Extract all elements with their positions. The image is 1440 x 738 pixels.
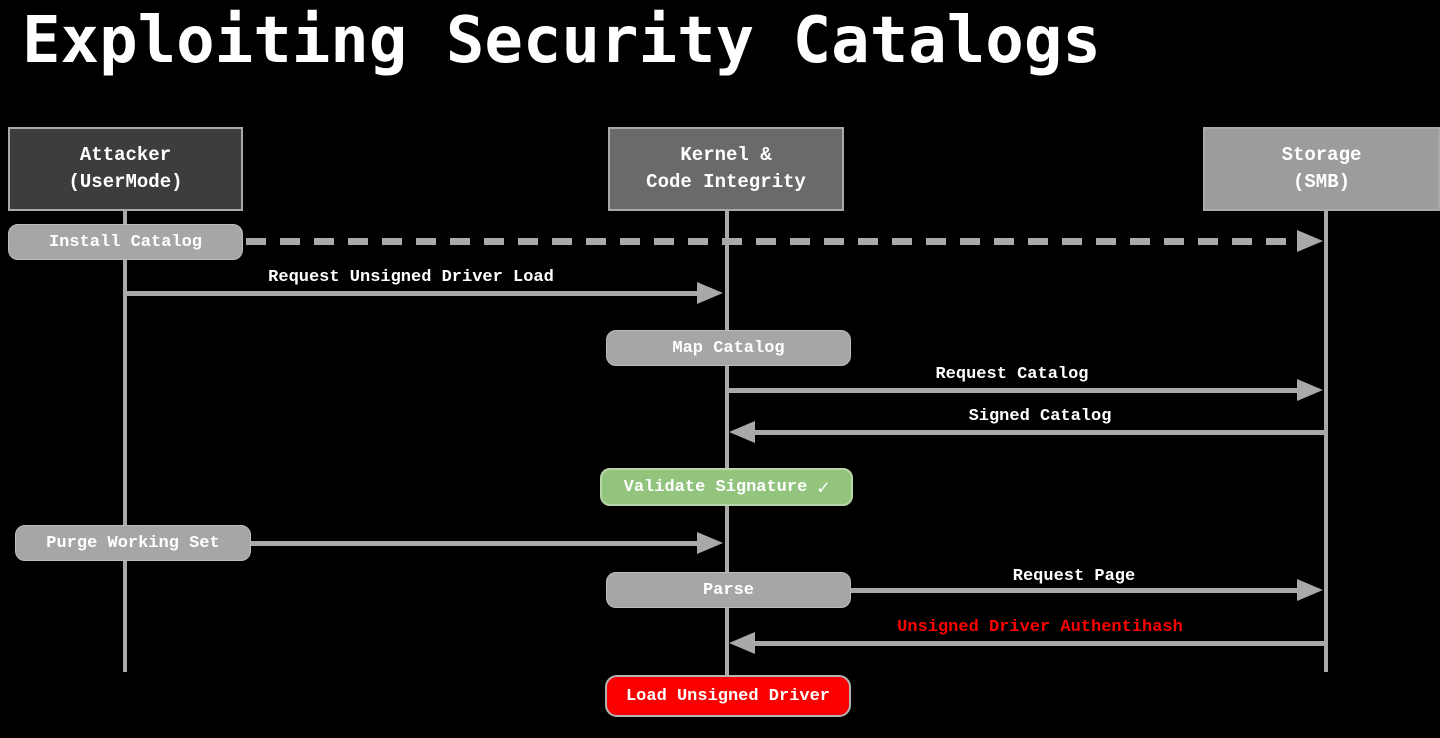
request-page-label: Request Page (1012, 567, 1136, 586)
signed-catalog-arrowhead (729, 421, 755, 443)
check-icon: ✓ (817, 475, 830, 499)
storage-lifeline (1324, 210, 1328, 672)
purge-working-set-activation: Purge Working Set (15, 525, 251, 561)
signed-catalog-label: Signed Catalog (968, 407, 1112, 426)
actor-attacker: Attacker (UserMode) (8, 127, 243, 211)
load-unsigned-driver-activation: Load Unsigned Driver (605, 675, 851, 717)
signed-catalog-line (755, 430, 1325, 435)
actor-kernel-sub: Code Integrity (646, 171, 806, 193)
request-catalog-line (727, 388, 1297, 393)
actor-storage-sub: (SMB) (1292, 171, 1350, 193)
purge-working-set-arrowhead (697, 532, 723, 554)
actor-attacker-name: Attacker (79, 144, 172, 166)
install-catalog-arrowhead (1297, 230, 1323, 252)
map-catalog-activation: Map Catalog (606, 330, 851, 366)
parse-activation: Parse (606, 572, 851, 608)
validate-signature-activation: Validate Signature ✓ (600, 468, 853, 506)
actor-storage: Storage (SMB) (1203, 127, 1440, 211)
purge-working-set-line (251, 541, 697, 546)
parse-label: Parse (702, 580, 754, 600)
actor-kernel-name: Kernel & (680, 144, 772, 166)
load-unsigned-driver-label: Load Unsigned Driver (625, 686, 831, 706)
kernel-lifeline (725, 210, 729, 675)
request-unsigned-driver-load-label: Request Unsigned Driver Load (268, 268, 554, 287)
install-catalog-label: Install Catalog (48, 232, 203, 252)
validate-signature-label: Validate Signature (623, 477, 808, 497)
page-title: Exploiting Security Catalogs (22, 4, 1101, 78)
request-page-line (851, 588, 1297, 593)
request-unsigned-driver-load-line (125, 291, 697, 296)
request-page-arrowhead (1297, 579, 1323, 601)
request-unsigned-driver-load-arrowhead (697, 282, 723, 304)
install-catalog-dashed-line (246, 238, 1297, 245)
request-catalog-arrowhead (1297, 379, 1323, 401)
purge-working-set-label: Purge Working Set (46, 533, 220, 553)
map-catalog-label: Map Catalog (672, 338, 785, 358)
unsigned-driver-authentihash-line (755, 641, 1325, 646)
actor-attacker-sub: (UserMode) (68, 171, 183, 193)
attacker-lifeline (123, 210, 127, 672)
actor-kernel: Kernel & Code Integrity (608, 127, 844, 211)
install-catalog-activation: Install Catalog (8, 224, 243, 260)
unsigned-driver-authentihash-arrowhead (729, 632, 755, 654)
unsigned-driver-authentihash-label: Unsigned Driver Authentihash (897, 618, 1183, 637)
actor-storage-name: Storage (1281, 144, 1362, 166)
request-catalog-label: Request Catalog (935, 365, 1089, 384)
